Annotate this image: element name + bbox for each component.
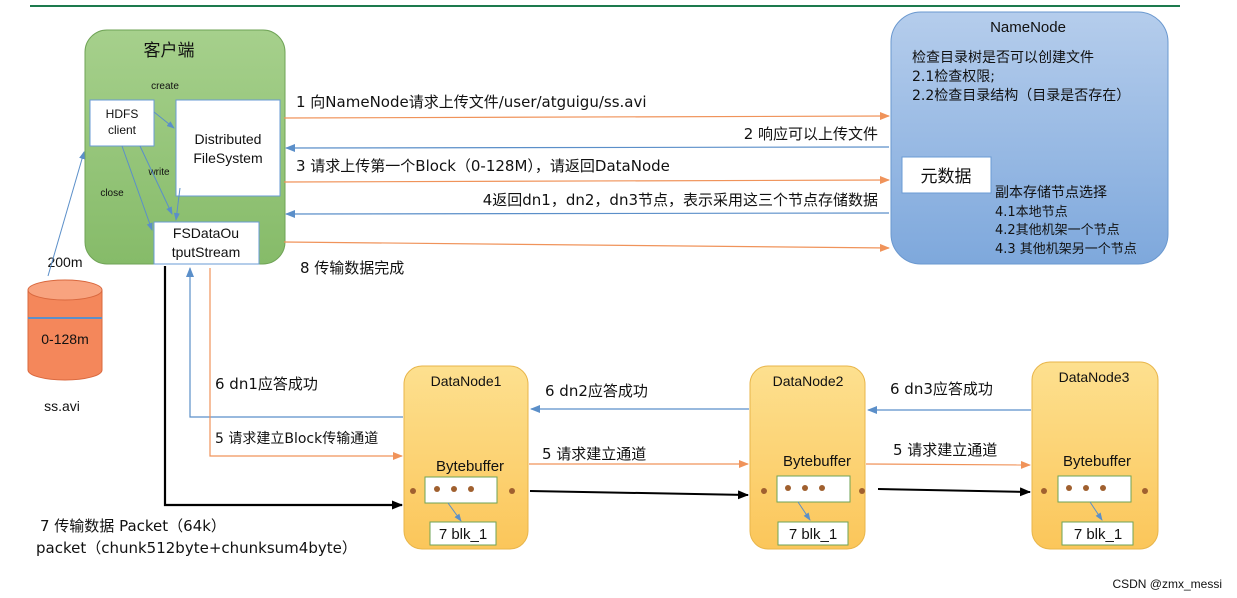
datanode2-title: DataNode2 — [773, 373, 844, 389]
write-arrow — [139, 145, 173, 215]
distributed-filesystem-box — [175, 99, 281, 197]
msg-2: 2 响应可以上传文件 — [744, 125, 878, 143]
file-range: 0-128m — [41, 331, 88, 347]
dn1-dot-1 — [434, 486, 440, 492]
datanode2-buffer: Bytebuffer — [783, 453, 851, 470]
datanode1-buffer: Bytebuffer — [436, 458, 504, 475]
datanode3-buffer: Bytebuffer — [1063, 453, 1131, 470]
close-label: close — [100, 188, 124, 199]
dn1-block-box — [429, 521, 497, 546]
dn2-dot-1 — [785, 485, 791, 491]
arrow-request-upload — [283, 112, 890, 121]
arrow-request-block-channel — [209, 268, 403, 460]
dn3-dot-3 — [1100, 485, 1106, 491]
msg-5-b: 5 请求建立通道 — [893, 441, 997, 459]
arrow-request-block — [283, 176, 890, 185]
arrow-transfer-complete — [283, 241, 890, 252]
dfs-line2: FileSystem — [193, 150, 262, 166]
dn3-block-label: 7 blk_1 — [1074, 526, 1122, 543]
dn2-dot-3 — [819, 485, 825, 491]
msg-1: 1 向NameNode请求上传文件/user/atguigu/ss.avi — [296, 93, 647, 111]
dn3-block-box — [1061, 521, 1134, 546]
dn1-dot-left — [410, 488, 416, 494]
dfs-line1: Distributed — [195, 131, 262, 147]
fsdataoutputstream-box — [153, 221, 260, 265]
metadata-label: 元数据 — [921, 167, 972, 187]
metadata-box — [901, 156, 992, 194]
namenode-check-1: 2.1检查权限; — [912, 69, 995, 85]
msg-6-dn2: 6 dn2应答成功 — [545, 382, 648, 400]
dn2-dot-2 — [802, 485, 808, 491]
arrow-dn2-to-dn3-channel — [865, 460, 1031, 469]
dn3-dot-right — [1142, 488, 1148, 494]
create-label: create — [151, 81, 179, 92]
fsdos-line1: FSDataOu — [173, 225, 239, 241]
close-arrow — [121, 145, 153, 231]
dn3-store-arrow — [1089, 501, 1103, 521]
fsdos-line2: tputStream — [172, 244, 240, 260]
msg-7-line1: 7 传输数据 Packet（64k） — [40, 517, 226, 535]
hdfs-client-line1: HDFS — [106, 107, 139, 121]
arrow-dn1-ack — [186, 267, 403, 418]
create-arrow — [153, 111, 175, 129]
dn2-store-arrow — [797, 501, 811, 521]
datanode3-title: DataNode3 — [1059, 369, 1130, 385]
hdfs-client-line2: client — [108, 123, 137, 137]
dn1-dot-2 — [451, 486, 457, 492]
arrow-dn1-to-dn2-data — [529, 490, 749, 500]
replica-title: 副本存储节点选择 — [995, 185, 1107, 201]
hdfs-client-box — [89, 99, 155, 147]
arrow-response-upload — [285, 143, 890, 152]
namenode-box — [890, 11, 1169, 265]
msg-5-a: 5 请求建立通道 — [542, 445, 646, 463]
datanode3-buffer-box — [1057, 475, 1132, 503]
dn2-block-box — [777, 521, 849, 546]
dn2-block-label: 7 blk_1 — [789, 526, 837, 543]
arrow-transfer-packet — [163, 266, 403, 510]
msg-6-dn3: 6 dn3应答成功 — [890, 380, 993, 398]
msg-3: 3 请求上传第一个Block（0-128M），请返回DataNode — [296, 157, 670, 175]
namenode-check-title: 检查目录树是否可以创建文件 — [912, 50, 1094, 66]
arrow-dn2-to-dn3-data — [877, 487, 1031, 497]
dn1-dot-right — [509, 488, 515, 494]
replica-1: 4.1本地节点 — [995, 205, 1068, 220]
msg-4: 4返回dn1，dn2，dn3节点，表示采用这三个节点存储数据 — [483, 191, 878, 209]
msg-6-dn1: 6 dn1应答成功 — [215, 375, 318, 393]
dn2-dot-left — [761, 488, 767, 494]
datanode1-title: DataNode1 — [431, 373, 502, 389]
dn1-dot-3 — [468, 486, 474, 492]
dn3-dot-left — [1041, 488, 1047, 494]
file-cylinder-top — [27, 279, 103, 301]
msg-5-block: 5 请求建立Block传输通道 — [215, 431, 378, 447]
namenode-check-2: 2.2检查目录结构（目录是否存在） — [912, 88, 1130, 104]
arrow-return-nodes — [285, 209, 890, 218]
replica-3: 4.3 其他机架另一个节点 — [995, 242, 1137, 257]
namenode-title: NameNode — [990, 19, 1066, 36]
replica-2: 4.2其他机架一个节点 — [995, 223, 1120, 238]
dn3-dot-2 — [1083, 485, 1089, 491]
file-size: 200m — [47, 254, 82, 270]
datanode2-box — [749, 365, 866, 550]
dn1-store-arrow — [447, 502, 462, 522]
dn1-block-label: 7 blk_1 — [439, 526, 487, 543]
msg-7-line2: packet（chunk512byte+chunksum4byte） — [36, 539, 357, 557]
watermark: CSDN @zmx_messi — [1112, 577, 1222, 591]
msg-8: 8 传输数据完成 — [300, 259, 404, 277]
client-title: 客户端 — [144, 41, 195, 61]
file-cylinder-body — [27, 290, 103, 381]
file-name: ss.avi — [44, 398, 80, 414]
dn3-dot-1 — [1066, 485, 1072, 491]
dfs-to-stream-arrow — [173, 187, 181, 221]
file-to-client-arrow — [47, 151, 85, 277]
dn2-dot-right — [859, 488, 865, 494]
write-label: write — [147, 167, 170, 178]
